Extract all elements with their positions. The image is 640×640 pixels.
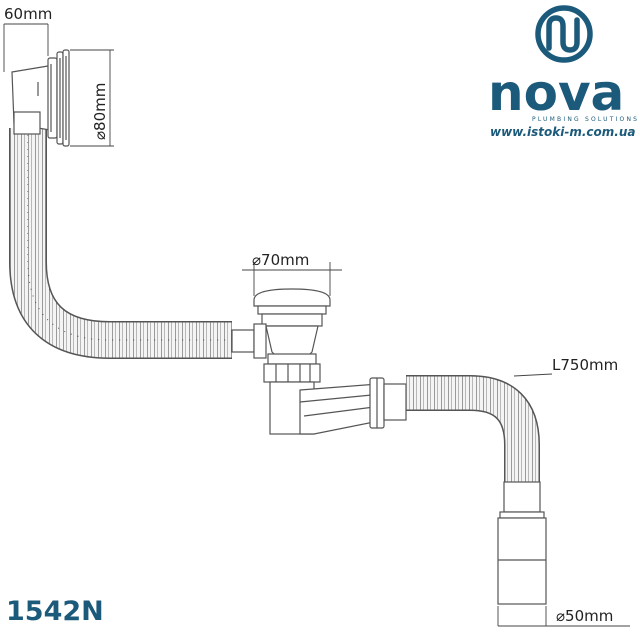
outlet-pipe [497, 481, 547, 605]
outlet-diameter-label: ⌀50mm [556, 607, 613, 625]
drain-valve [231, 288, 331, 435]
overflow-hose [8, 128, 232, 359]
overflow-head [11, 49, 70, 147]
n-circle-logo-icon [535, 5, 593, 63]
outlet-hose [406, 375, 540, 482]
overflow-width-label: 60mm [4, 5, 52, 23]
model-number: 1542N [6, 596, 104, 627]
dimension-lines [3, 23, 630, 627]
brand-url: www.istoki-m.com.ua [490, 125, 635, 139]
hose-length-label: L750mm [552, 356, 618, 374]
brand-tagline: PLUMBING SOLUTIONS [532, 116, 639, 123]
brand-name: nova [488, 64, 624, 122]
trap-elbow [299, 377, 407, 435]
overflow-diameter-label: ⌀80mm [91, 83, 109, 140]
drain-diameter-label: ⌀70mm [252, 251, 309, 269]
